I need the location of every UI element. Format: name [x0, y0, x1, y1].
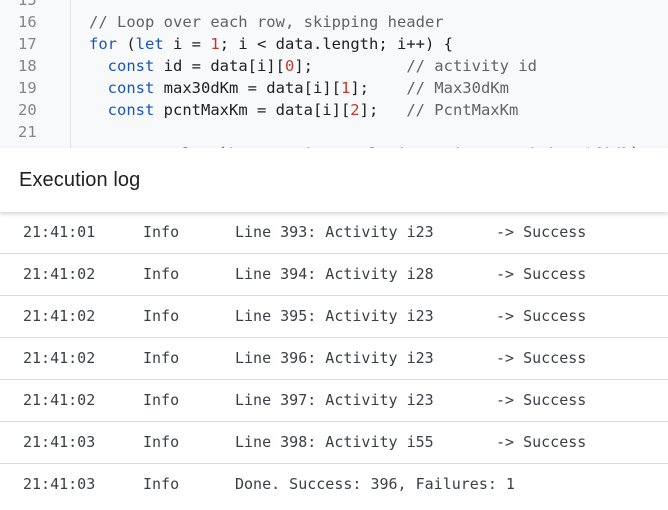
log-timestamp: 21:41:02	[23, 307, 96, 325]
log-level: Info	[143, 349, 180, 367]
log-message: Done. Success: 396, Failures: 1	[235, 475, 515, 493]
code-line[interactable]: 19 const max30dKm = data[i][1]; // Max30…	[0, 77, 668, 99]
log-level: Info	[143, 475, 180, 493]
code-text: for (let i = 1; i < data.length; i++) {	[89, 33, 453, 55]
code-token: i =	[163, 35, 211, 53]
code-token: 0	[284, 57, 295, 75]
code-token: let	[135, 35, 164, 53]
code-token: ];	[359, 101, 407, 119]
code-text: // Loop over each row, skipping header	[89, 11, 444, 33]
log-row: 21:41:03 Info Done. Success: 396, Failures…	[0, 464, 668, 505]
code-line[interactable]: 22 const url = `https://intervals.icu/ap…	[0, 143, 668, 150]
log-message: Line 394: Activity i28	[235, 265, 434, 283]
code-line[interactable]: 16 // Loop over each row, skipping header	[0, 11, 668, 33]
log-level: Info	[143, 223, 180, 241]
log-message: Line 396: Activity i23	[235, 349, 434, 367]
code-line[interactable]: 15	[0, 0, 668, 11]
code-token: const	[89, 57, 155, 75]
log-level: Info	[143, 391, 180, 409]
log-message: Line 395: Activity i23	[235, 307, 434, 325]
line-number: 19	[18, 79, 37, 97]
execution-log-header: Execution log	[0, 148, 668, 212]
log-status: -> Success	[496, 349, 587, 367]
code-token: for	[89, 35, 117, 53]
code-token: 2	[350, 101, 360, 119]
code-editor[interactable]: 15 16 // Loop over each row, skipping head…	[0, 0, 668, 150]
code-token: ];	[350, 79, 407, 97]
code-token: const	[89, 145, 155, 150]
execution-log-title: Execution log	[19, 169, 141, 191]
line-number: 15	[18, 0, 37, 9]
code-line[interactable]: 21	[0, 121, 668, 143]
line-number-gutter	[0, 0, 71, 150]
code-text: const pcntMaxKm = data[i][2]; // PcntMax…	[89, 99, 519, 121]
code-token: `https://intervals.icu/api/v1/activity/$…	[220, 145, 640, 150]
code-token: ];	[294, 57, 407, 75]
line-number: 18	[18, 57, 37, 75]
line-number: 16	[18, 13, 37, 31]
log-row: 21:41:02 Info Line 396: Activity i23 -> Suc…	[0, 338, 668, 380]
log-row: 21:41:01 Info Line 393: Activity i23 -> Suc…	[0, 212, 668, 254]
log-row: 21:41:02 Info Line 397: Activity i23 -> Suc…	[0, 380, 668, 422]
log-row: 21:41:02 Info Line 395: Activity i23 -> Suc…	[0, 296, 668, 338]
line-number: 20	[18, 101, 37, 119]
log-status: -> Success	[496, 265, 587, 283]
code-token: const	[89, 101, 155, 119]
code-token: // Loop over each row, skipping header	[89, 13, 444, 31]
log-message: Line 398: Activity i55	[235, 433, 434, 451]
code-token: max30dKm = data[i][	[154, 79, 341, 97]
log-timestamp: 21:41:01	[23, 223, 96, 241]
line-number: 21	[18, 123, 37, 141]
log-level: Info	[143, 433, 180, 451]
log-row: 21:41:03 Info Line 398: Activity i55 -> Suc…	[0, 422, 668, 464]
log-timestamp: 21:41:03	[23, 433, 96, 451]
code-token: // Max30dKm	[406, 79, 509, 97]
log-timestamp: 21:41:03	[23, 475, 96, 493]
log-status: -> Success	[496, 223, 587, 241]
code-token: (	[117, 35, 136, 53]
log-message: Line 393: Activity i23	[235, 223, 434, 241]
log-status: -> Success	[496, 433, 587, 451]
code-text: const id = data[i][0]; // activity id	[89, 55, 537, 77]
code-line[interactable]: 17 for (let i = 1; i < data.length; i++) …	[0, 33, 668, 55]
code-token: id = data[i][	[154, 57, 285, 75]
log-timestamp: 21:41:02	[23, 391, 96, 409]
code-token: 1	[340, 79, 351, 97]
log-timestamp: 21:41:02	[23, 265, 96, 283]
line-number: 22	[18, 143, 48, 150]
code-line[interactable]: 20 const pcntMaxKm = data[i][2]; // Pcnt…	[0, 99, 668, 121]
code-token: 1	[210, 35, 220, 53]
code-token: pcntMaxKm = data[i][	[154, 101, 351, 119]
log-level: Info	[143, 265, 180, 283]
code-text: const max30dKm = data[i][1]; // Max30dKm	[89, 77, 509, 99]
code-token: // activity id	[406, 57, 537, 75]
log-timestamp: 21:41:02	[23, 349, 96, 367]
code-token: url =	[154, 145, 219, 150]
log-status: -> Success	[496, 391, 587, 409]
code-token: const	[89, 79, 155, 97]
code-token: // PcntMaxKm	[406, 101, 519, 119]
log-row: 21:41:02 Info Line 394: Activity i28 -> Suc…	[0, 254, 668, 296]
code-text: const url = `https://intervals.icu/api/v…	[89, 143, 640, 150]
code-token: ; i < data.length; i++) {	[219, 35, 453, 53]
line-number: 17	[18, 35, 37, 53]
code-line[interactable]: 18 const id = data[i][0]; // activity id	[0, 55, 668, 77]
log-message: Line 397: Activity i23	[235, 391, 434, 409]
log-level: Info	[143, 307, 180, 325]
log-status: -> Success	[496, 307, 587, 325]
